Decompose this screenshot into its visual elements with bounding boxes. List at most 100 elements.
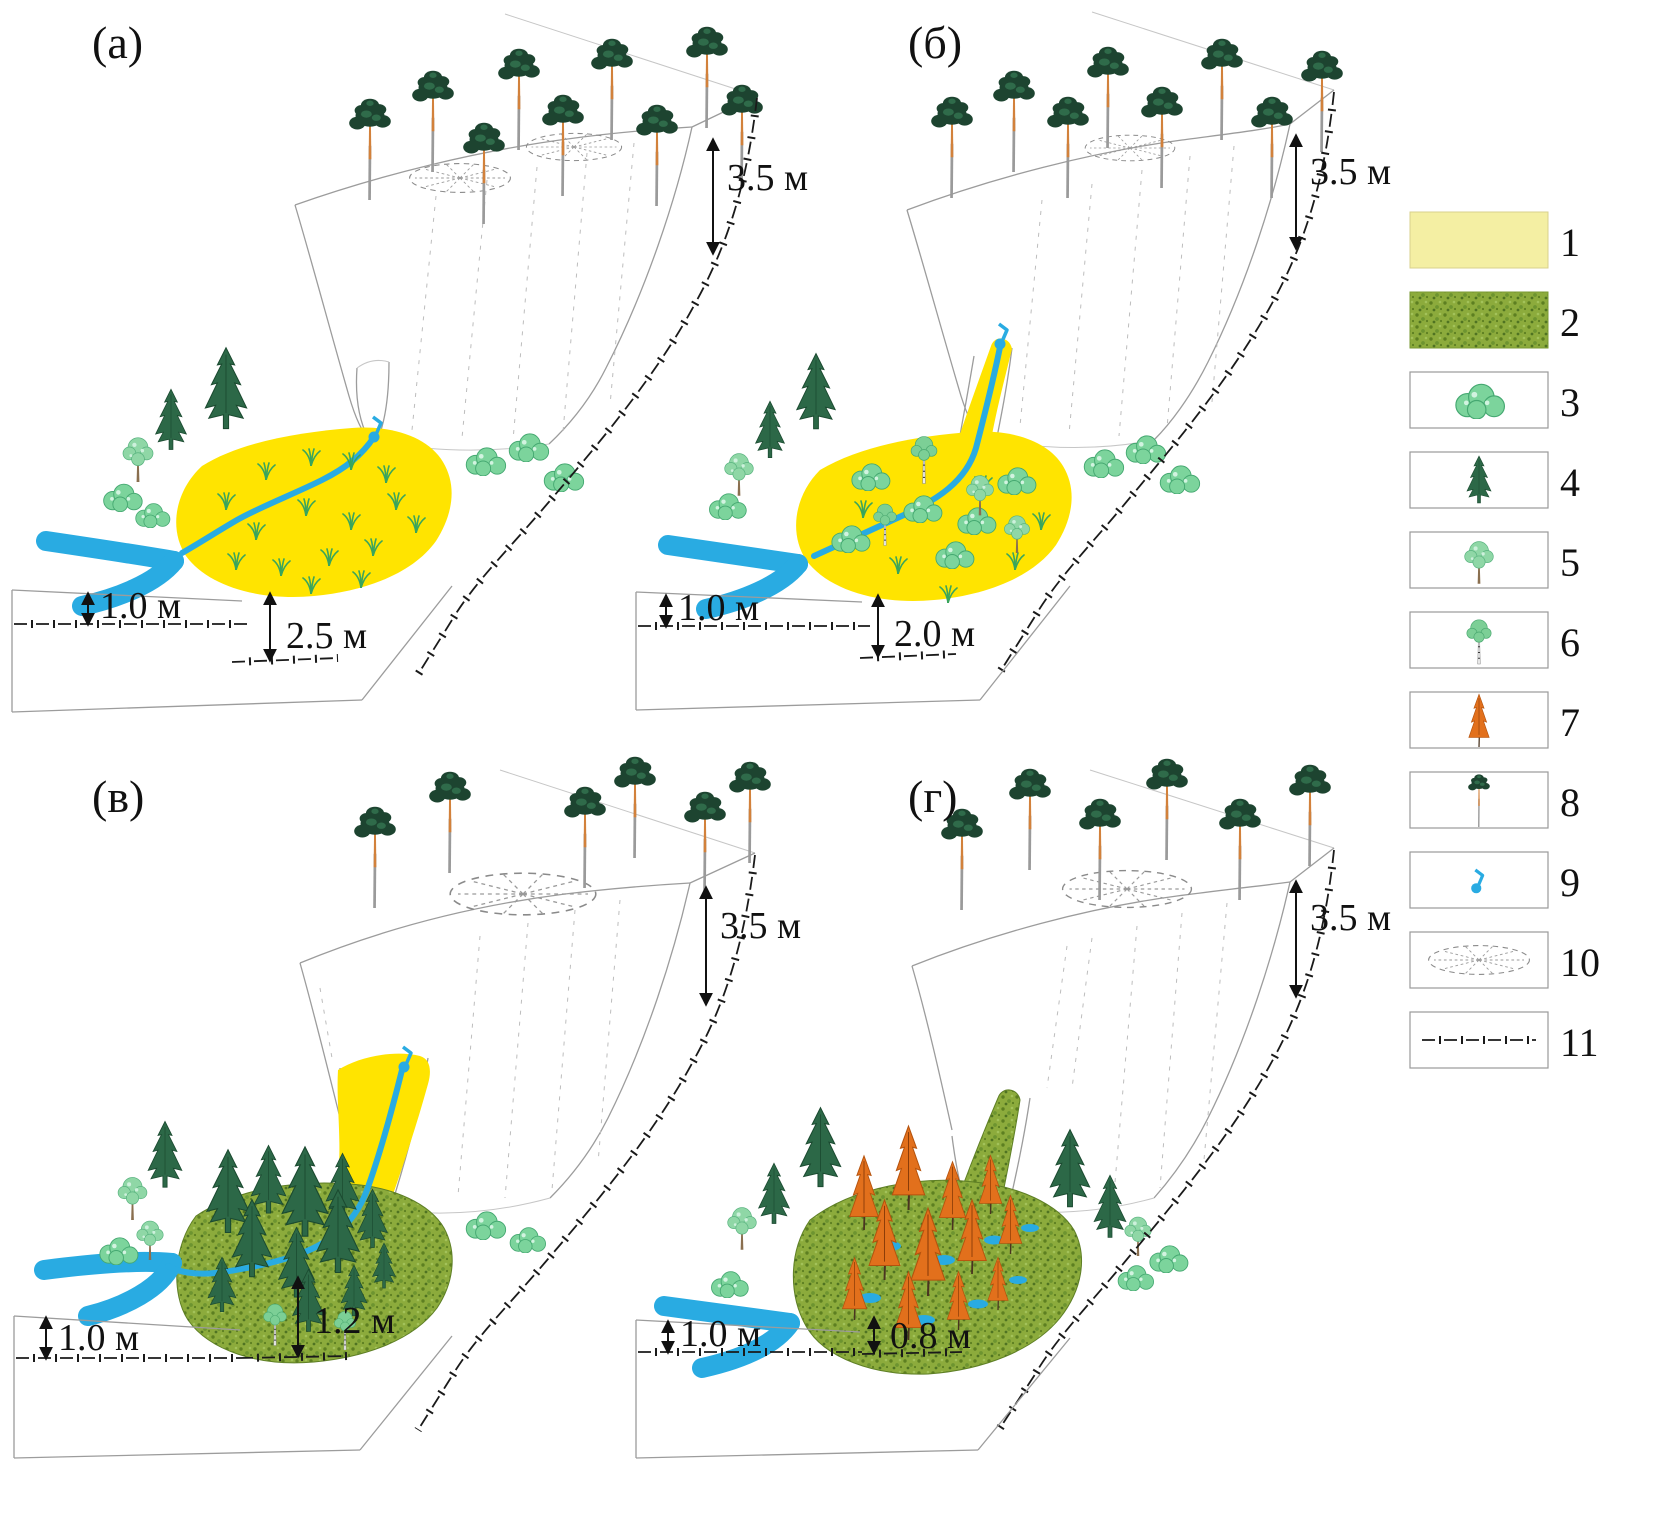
boundary-line <box>996 849 1338 1431</box>
basin-depth-measure: 2.0 м <box>871 593 975 659</box>
spruce-icon <box>1049 1129 1091 1208</box>
thermokarst-sink <box>449 872 597 916</box>
terrace-height-label: 1.0 м <box>58 1317 139 1359</box>
legend-number: 8 <box>1560 780 1580 825</box>
legend: 1 2 3 4 5 6 7 <box>1409 211 1600 1069</box>
terrace-height-measure: 1.0 м <box>659 587 759 629</box>
shrub-icon <box>1149 1245 1189 1273</box>
pine-icon <box>1146 758 1188 860</box>
basin-base-line <box>859 650 957 662</box>
basin-depth-label: 2.0 м <box>894 613 975 655</box>
basin-base-line <box>861 1348 963 1358</box>
pine-icon <box>1301 50 1343 152</box>
spruce-icon <box>1093 1174 1127 1238</box>
basin-depth-measure: 1.2 м <box>291 1275 395 1359</box>
shrub-icon <box>711 1271 749 1298</box>
legend-number: 4 <box>1560 460 1580 505</box>
panel-g: 3.5 м 1.0 м 0.8 м <box>635 758 1391 1459</box>
pine-icon <box>1251 96 1293 198</box>
legend-number: 11 <box>1560 1020 1599 1065</box>
pine-icon <box>354 806 396 908</box>
slope-fall-lines <box>1046 902 1228 1195</box>
spruce-icon <box>755 400 785 459</box>
legend-item-6: 6 <box>1409 611 1580 669</box>
young-tree-icon <box>1124 1216 1152 1256</box>
shrub-icon <box>135 503 171 528</box>
legend-number: 7 <box>1560 700 1580 745</box>
river <box>34 1251 182 1326</box>
plateau-height-measure: 3.5 м <box>706 137 808 256</box>
legend-item-3: 3 <box>1409 371 1580 429</box>
shrub-icon <box>465 1211 507 1240</box>
panel-g-label: (г) <box>908 771 958 822</box>
shrub-icon <box>103 483 143 512</box>
spruce-icon <box>147 1120 183 1188</box>
pine-icon <box>931 96 973 198</box>
young-tree-icon <box>724 453 754 496</box>
terrace-height-label: 1.0 м <box>678 587 759 629</box>
pine-icon <box>729 761 771 863</box>
legend-number: 9 <box>1560 860 1580 905</box>
pine-icon <box>1009 768 1051 870</box>
spring-icon <box>992 322 1009 350</box>
basin-depth-label: 1.2 м <box>314 1300 395 1342</box>
legend-number: 10 <box>1560 940 1600 985</box>
legend-item-8: 8 <box>1409 771 1580 829</box>
basin-depth-label: 2.5 м <box>286 615 367 657</box>
panel-b: 3.5 м 1.0 м 2.0 м <box>635 11 1391 711</box>
pine-icon <box>1201 38 1243 140</box>
legend-item-9: 9 <box>1409 851 1580 909</box>
spruce-icon <box>758 1162 790 1224</box>
spruce-icon <box>799 1107 842 1188</box>
pine-icon <box>684 791 726 893</box>
basin-depth-measure: 2.5 м <box>263 591 367 663</box>
terrace-shrubs <box>465 1211 546 1253</box>
shrub-icon <box>509 1227 546 1253</box>
moss-tongue <box>961 1089 1021 1199</box>
terrace-height-measure: 1.0 м <box>661 1313 761 1355</box>
moss-grass-cover-swatch <box>1409 291 1549 349</box>
terrace-height-label: 1.0 м <box>100 585 181 627</box>
pine-icon <box>636 104 678 206</box>
pine-icon <box>1289 764 1331 866</box>
legend-number: 1 <box>1560 220 1580 265</box>
pine-icon <box>941 808 983 910</box>
shrub-icon <box>1083 449 1125 478</box>
shrub-icon <box>709 493 747 520</box>
panel-v-label: (в) <box>92 771 144 822</box>
pine-icon <box>412 70 454 172</box>
terrace-shrubs <box>1083 435 1201 494</box>
basin-base-line <box>231 654 339 666</box>
panel-a-label: (а) <box>92 17 143 68</box>
slope-fall-lines <box>319 899 621 1199</box>
front-face <box>11 585 453 713</box>
legend-item-7: 7 <box>1409 691 1580 749</box>
spruce-icon <box>796 353 836 430</box>
pine-icon <box>1079 798 1121 900</box>
plateau-height-measure: 3.5 м <box>699 885 801 1007</box>
young-tree-icon <box>122 437 154 482</box>
river <box>654 1296 800 1378</box>
pine-icon <box>1047 96 1089 198</box>
river <box>658 535 808 619</box>
legend-item-4: 4 <box>1409 451 1580 509</box>
gully <box>355 360 390 439</box>
pine-icon <box>542 94 584 196</box>
boundary-line <box>413 97 761 679</box>
slope-fall-lines <box>1019 145 1235 437</box>
bare-basin-area-swatch <box>1409 211 1549 269</box>
terrace-height-measure: 1.0 м <box>39 1315 139 1361</box>
legend-item-2: 2 <box>1409 291 1580 349</box>
stream <box>165 1067 405 1277</box>
plateau-height-measure: 3.5 м <box>1289 879 1391 999</box>
terrace-height-label: 1.0 м <box>680 1313 761 1355</box>
terrace-height-measure: 1.0 м <box>81 585 181 627</box>
shrub-icon <box>508 433 550 462</box>
bank-trees <box>99 1120 183 1265</box>
spruce-icon <box>155 388 187 450</box>
slope-fall-lines <box>411 142 635 441</box>
basin-depth-label: 0.8 м <box>890 1315 971 1357</box>
spruce-icon <box>204 347 248 430</box>
pine-icon <box>993 70 1035 172</box>
